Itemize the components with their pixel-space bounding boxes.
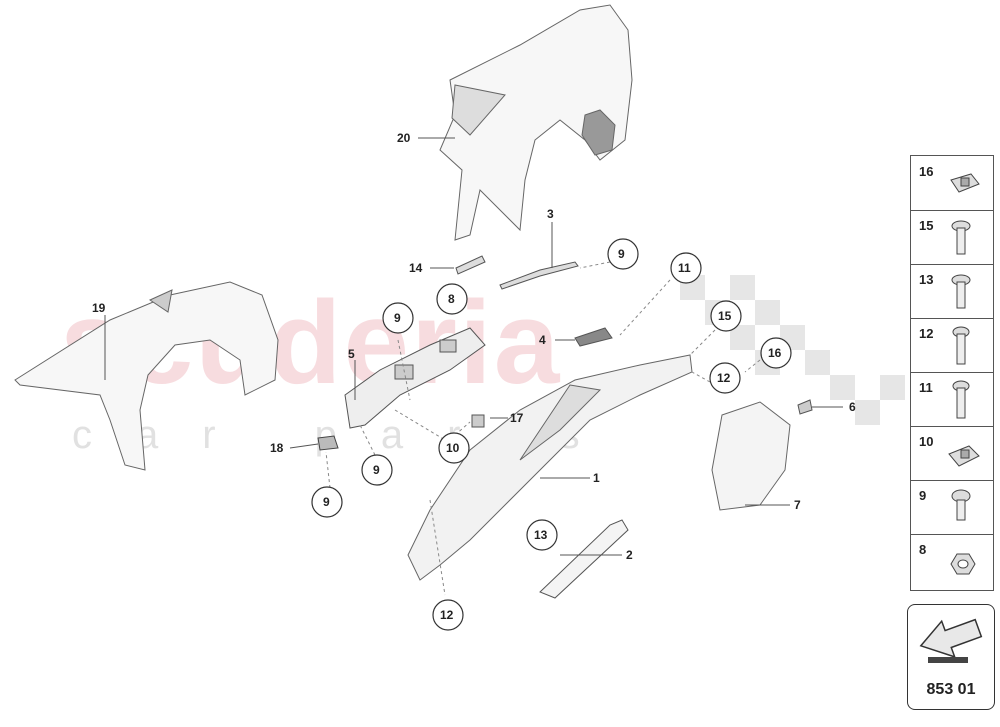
bracket-clip [317, 435, 339, 451]
screw-icon [951, 489, 971, 521]
bracket-assembly [344, 327, 486, 429]
spring-clip [797, 399, 813, 415]
callout-2: 2 [626, 548, 633, 562]
callout-12-right: 12 [717, 371, 731, 385]
callout-12-bottom: 12 [440, 608, 454, 622]
callout-9-low: 9 [373, 463, 380, 477]
callout-11: 11 [678, 261, 691, 275]
callout-1: 1 [593, 471, 600, 485]
callout-14: 14 [409, 261, 423, 275]
screw-icon [952, 380, 970, 419]
legend-number: 13 [919, 272, 934, 287]
seal-part [455, 255, 486, 275]
callout-6: 6 [849, 400, 856, 414]
legend-row: 12 [911, 318, 993, 373]
legend-row: 8 [911, 534, 993, 588]
callout-20: 20 [397, 131, 411, 145]
legend-row: 10 [911, 426, 993, 481]
screw-icon [951, 220, 971, 255]
callout-4: 4 [539, 333, 546, 347]
callout-19: 19 [92, 301, 106, 315]
vent-grille [574, 327, 613, 347]
clip-nut-icon [950, 173, 980, 193]
diagram-number: 853 01 [907, 671, 995, 710]
legend-row: 15 [911, 210, 993, 265]
arrow-icon [919, 618, 983, 663]
wheel-arch-liner [14, 281, 279, 471]
callout-15: 15 [718, 309, 732, 323]
legend-row: 13 [911, 264, 993, 319]
side-sill [407, 354, 693, 581]
callout-9-bottom: 9 [323, 495, 330, 509]
callout-5: 5 [348, 347, 355, 361]
front-fender [439, 4, 633, 241]
clip-part [471, 414, 485, 428]
legend-number: 9 [919, 488, 927, 503]
callout-9-top: 9 [618, 247, 625, 261]
callout-16: 16 [768, 346, 782, 360]
legend-number: 11 [919, 380, 933, 395]
callout-10: 10 [446, 441, 460, 455]
legend-number: 12 [919, 326, 934, 341]
back-navigation-button[interactable] [907, 604, 995, 672]
trim-strip [499, 261, 579, 290]
legend-number: 15 [919, 218, 934, 233]
dashed-leaders [325, 261, 761, 596]
screw-icon [951, 274, 971, 309]
callout-7: 7 [794, 498, 801, 512]
legend-row: 11 [911, 372, 993, 427]
legend-number: 8 [919, 542, 927, 557]
mud-guard [711, 401, 791, 511]
legend-number: 10 [919, 434, 934, 449]
checkered-flag-watermark [680, 275, 905, 425]
leader-lines [104, 137, 843, 556]
lower-trim-strip [539, 519, 629, 599]
callout-17: 17 [510, 411, 524, 425]
fastener-legend: 16 15 13 12 11 10 9 8 [910, 155, 994, 591]
callout-13: 13 [534, 528, 548, 542]
callout-circles [311, 238, 792, 631]
legend-row: 16 [911, 156, 993, 211]
hex-nut-icon [950, 553, 976, 575]
clip-nut-icon [948, 445, 980, 467]
callout-18: 18 [270, 441, 284, 455]
callout-9-mid: 9 [394, 311, 401, 325]
screw-icon [952, 326, 970, 365]
legend-row: 9 [911, 480, 993, 535]
callout-8: 8 [448, 292, 455, 306]
legend-number: 16 [919, 164, 934, 179]
callout-3: 3 [547, 207, 554, 221]
